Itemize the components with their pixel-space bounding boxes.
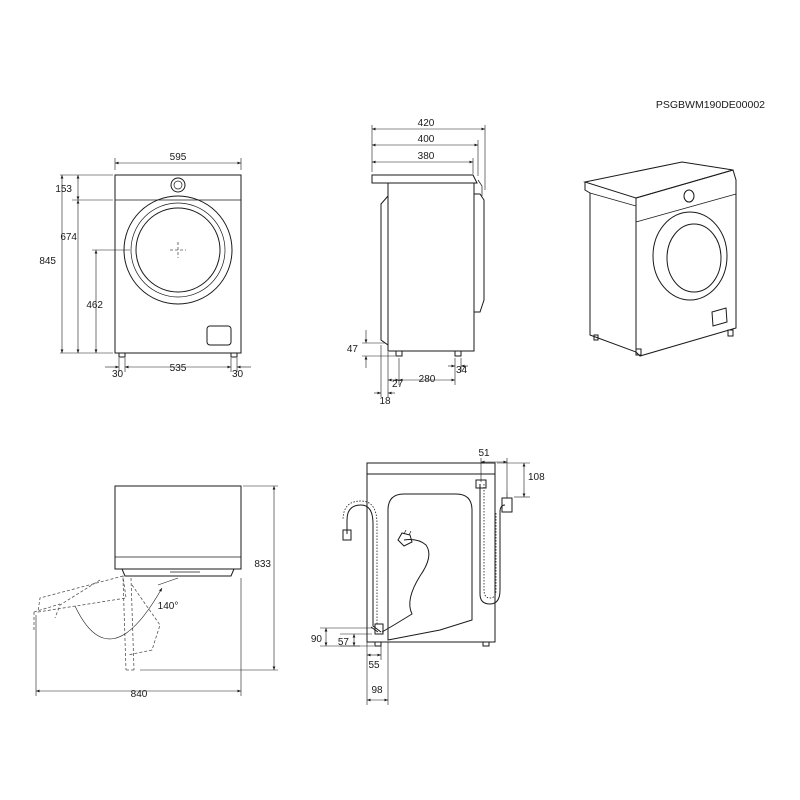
side-top-lid <box>371 174 478 184</box>
dim-front-foot-right: 30 <box>232 369 244 380</box>
front-view: 595 153 674 845 462 535 30 30 <box>39 152 251 380</box>
dim-front-width: 595 <box>170 152 187 163</box>
drain-hose <box>346 504 382 633</box>
dim-door-angle: 140° <box>158 601 179 612</box>
filter-cover <box>206 325 232 346</box>
dim-top-height: 833 <box>254 559 271 570</box>
dim-side-400: 400 <box>418 134 435 145</box>
dim-front-height: 845 <box>39 256 56 267</box>
dim-front-feet-span: 535 <box>170 363 187 374</box>
program-knob <box>170 177 186 193</box>
back-body <box>366 473 496 643</box>
front-body <box>114 174 242 354</box>
back-top <box>366 462 496 475</box>
perspective-door-outer <box>652 211 728 301</box>
back-panel <box>387 493 473 641</box>
perspective-knob <box>683 189 695 203</box>
dim-front-top: 153 <box>55 184 72 195</box>
top-view: 140° 833 840 <box>33 485 278 700</box>
side-body <box>387 182 475 352</box>
inlet-hose <box>479 484 506 605</box>
dim-back-57: 57 <box>338 637 350 648</box>
dim-side-18: 18 <box>379 396 391 407</box>
dim-front-door: 674 <box>60 232 77 243</box>
dim-back-98: 98 <box>371 685 383 696</box>
dim-front-center: 462 <box>86 300 103 311</box>
dim-back-108: 108 <box>528 472 545 483</box>
dim-side-380: 380 <box>418 151 435 162</box>
dim-back-51: 51 <box>478 448 490 459</box>
dim-side-280: 280 <box>419 374 436 385</box>
dim-side-34: 34 <box>456 365 468 376</box>
side-view: 420 400 380 47 27 280 34 18 <box>347 118 486 407</box>
top-body <box>114 485 242 570</box>
dim-top-width: 840 <box>131 689 148 700</box>
document-code: PSGBWM190DE00002 <box>656 99 765 111</box>
perspective-door-glass <box>666 223 722 293</box>
perspective-view <box>583 161 737 357</box>
back-view: 51 108 90 57 55 98 <box>311 448 545 705</box>
dim-side-420: 420 <box>418 118 435 129</box>
dim-side-47: 47 <box>347 344 359 355</box>
dim-front-foot-left: 30 <box>112 369 124 380</box>
dim-back-90: 90 <box>311 634 323 645</box>
power-cable <box>381 539 430 633</box>
dim-back-55: 55 <box>368 660 380 671</box>
perspective-top <box>583 161 734 199</box>
dim-side-27: 27 <box>392 379 404 390</box>
perspective-filter-cover <box>711 307 728 327</box>
door-glass <box>135 207 221 293</box>
door-swing-arc <box>74 587 163 640</box>
open-door-outline <box>37 575 127 613</box>
